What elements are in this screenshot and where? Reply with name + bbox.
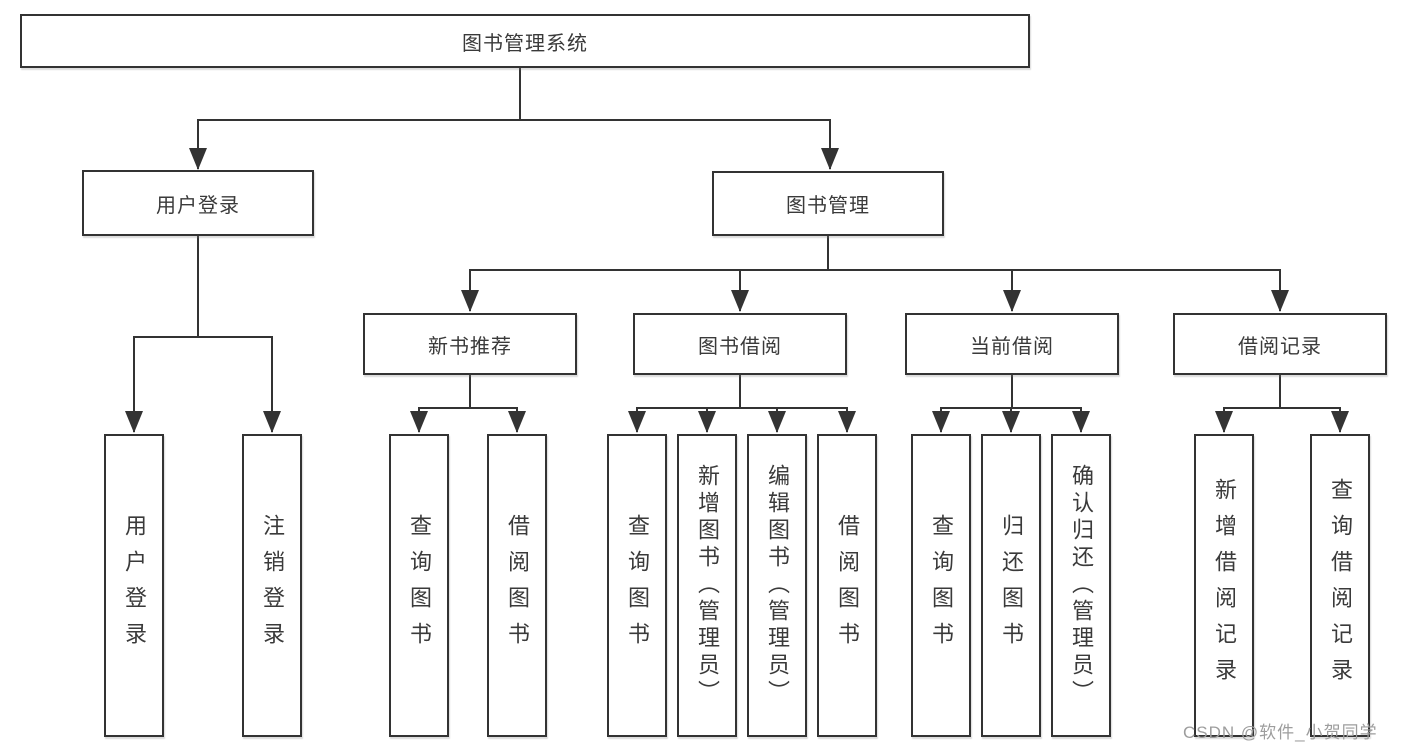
- leaf-return-books: 归还图书: [981, 434, 1041, 737]
- node-label: 新增借阅记录: [1212, 477, 1237, 694]
- node-new-book-recommend: 新书推荐: [363, 313, 577, 375]
- leaf-query-borrow-record: 查询借阅记录: [1310, 434, 1370, 737]
- leaf-user-login: 用户登录: [104, 434, 164, 737]
- leaf-confirm-return-admin: 确认归还（管理员）: [1051, 434, 1111, 737]
- node-label: 新书推荐: [428, 335, 512, 358]
- node-label: 借阅图书: [835, 513, 860, 658]
- leaf-borrow-books-borrowing: 借阅图书: [817, 434, 877, 737]
- node-label: 查询图书: [625, 513, 650, 658]
- node-system-root: 图书管理系统: [20, 14, 1030, 68]
- node-label: 注销登录: [260, 513, 285, 658]
- node-label: 图书管理系统: [462, 32, 588, 55]
- leaf-query-books-recommend: 查询图书: [389, 434, 449, 737]
- csdn-watermark: CSDN @软件_小贺同学: [1183, 723, 1378, 742]
- node-label: 查询图书: [929, 513, 954, 658]
- node-current-borrowing: 当前借阅: [905, 313, 1119, 375]
- leaf-query-books-current: 查询图书: [911, 434, 971, 737]
- leaf-add-book-admin: 新增图书（管理员）: [677, 434, 737, 737]
- node-label: 编辑图书（管理员）: [765, 464, 790, 707]
- leaf-borrow-books-recommend: 借阅图书: [487, 434, 547, 737]
- node-label: 当前借阅: [970, 335, 1054, 358]
- node-book-borrowing: 图书借阅: [633, 313, 847, 375]
- node-label: 用户登录: [122, 513, 147, 658]
- node-label: 借阅记录: [1238, 335, 1322, 358]
- node-label: 新增图书（管理员）: [695, 464, 720, 707]
- node-label: 查询借阅记录: [1328, 477, 1353, 694]
- node-label: 图书管理: [786, 195, 870, 217]
- node-label: 归还图书: [999, 513, 1024, 658]
- node-label: 查询图书: [407, 513, 432, 658]
- node-label: 图书借阅: [698, 335, 782, 358]
- node-label: 借阅图书: [505, 513, 530, 658]
- node-label: 用户登录: [156, 194, 240, 217]
- leaf-logout: 注销登录: [242, 434, 302, 737]
- node-label: 确认归还（管理员）: [1069, 464, 1094, 707]
- node-book-management: 图书管理: [712, 171, 944, 236]
- node-borrow-records: 借阅记录: [1173, 313, 1387, 375]
- leaf-query-books-borrowing: 查询图书: [607, 434, 667, 737]
- leaf-edit-book-admin: 编辑图书（管理员）: [747, 434, 807, 737]
- node-user-login: 用户登录: [82, 170, 314, 236]
- leaf-add-borrow-record: 新增借阅记录: [1194, 434, 1254, 737]
